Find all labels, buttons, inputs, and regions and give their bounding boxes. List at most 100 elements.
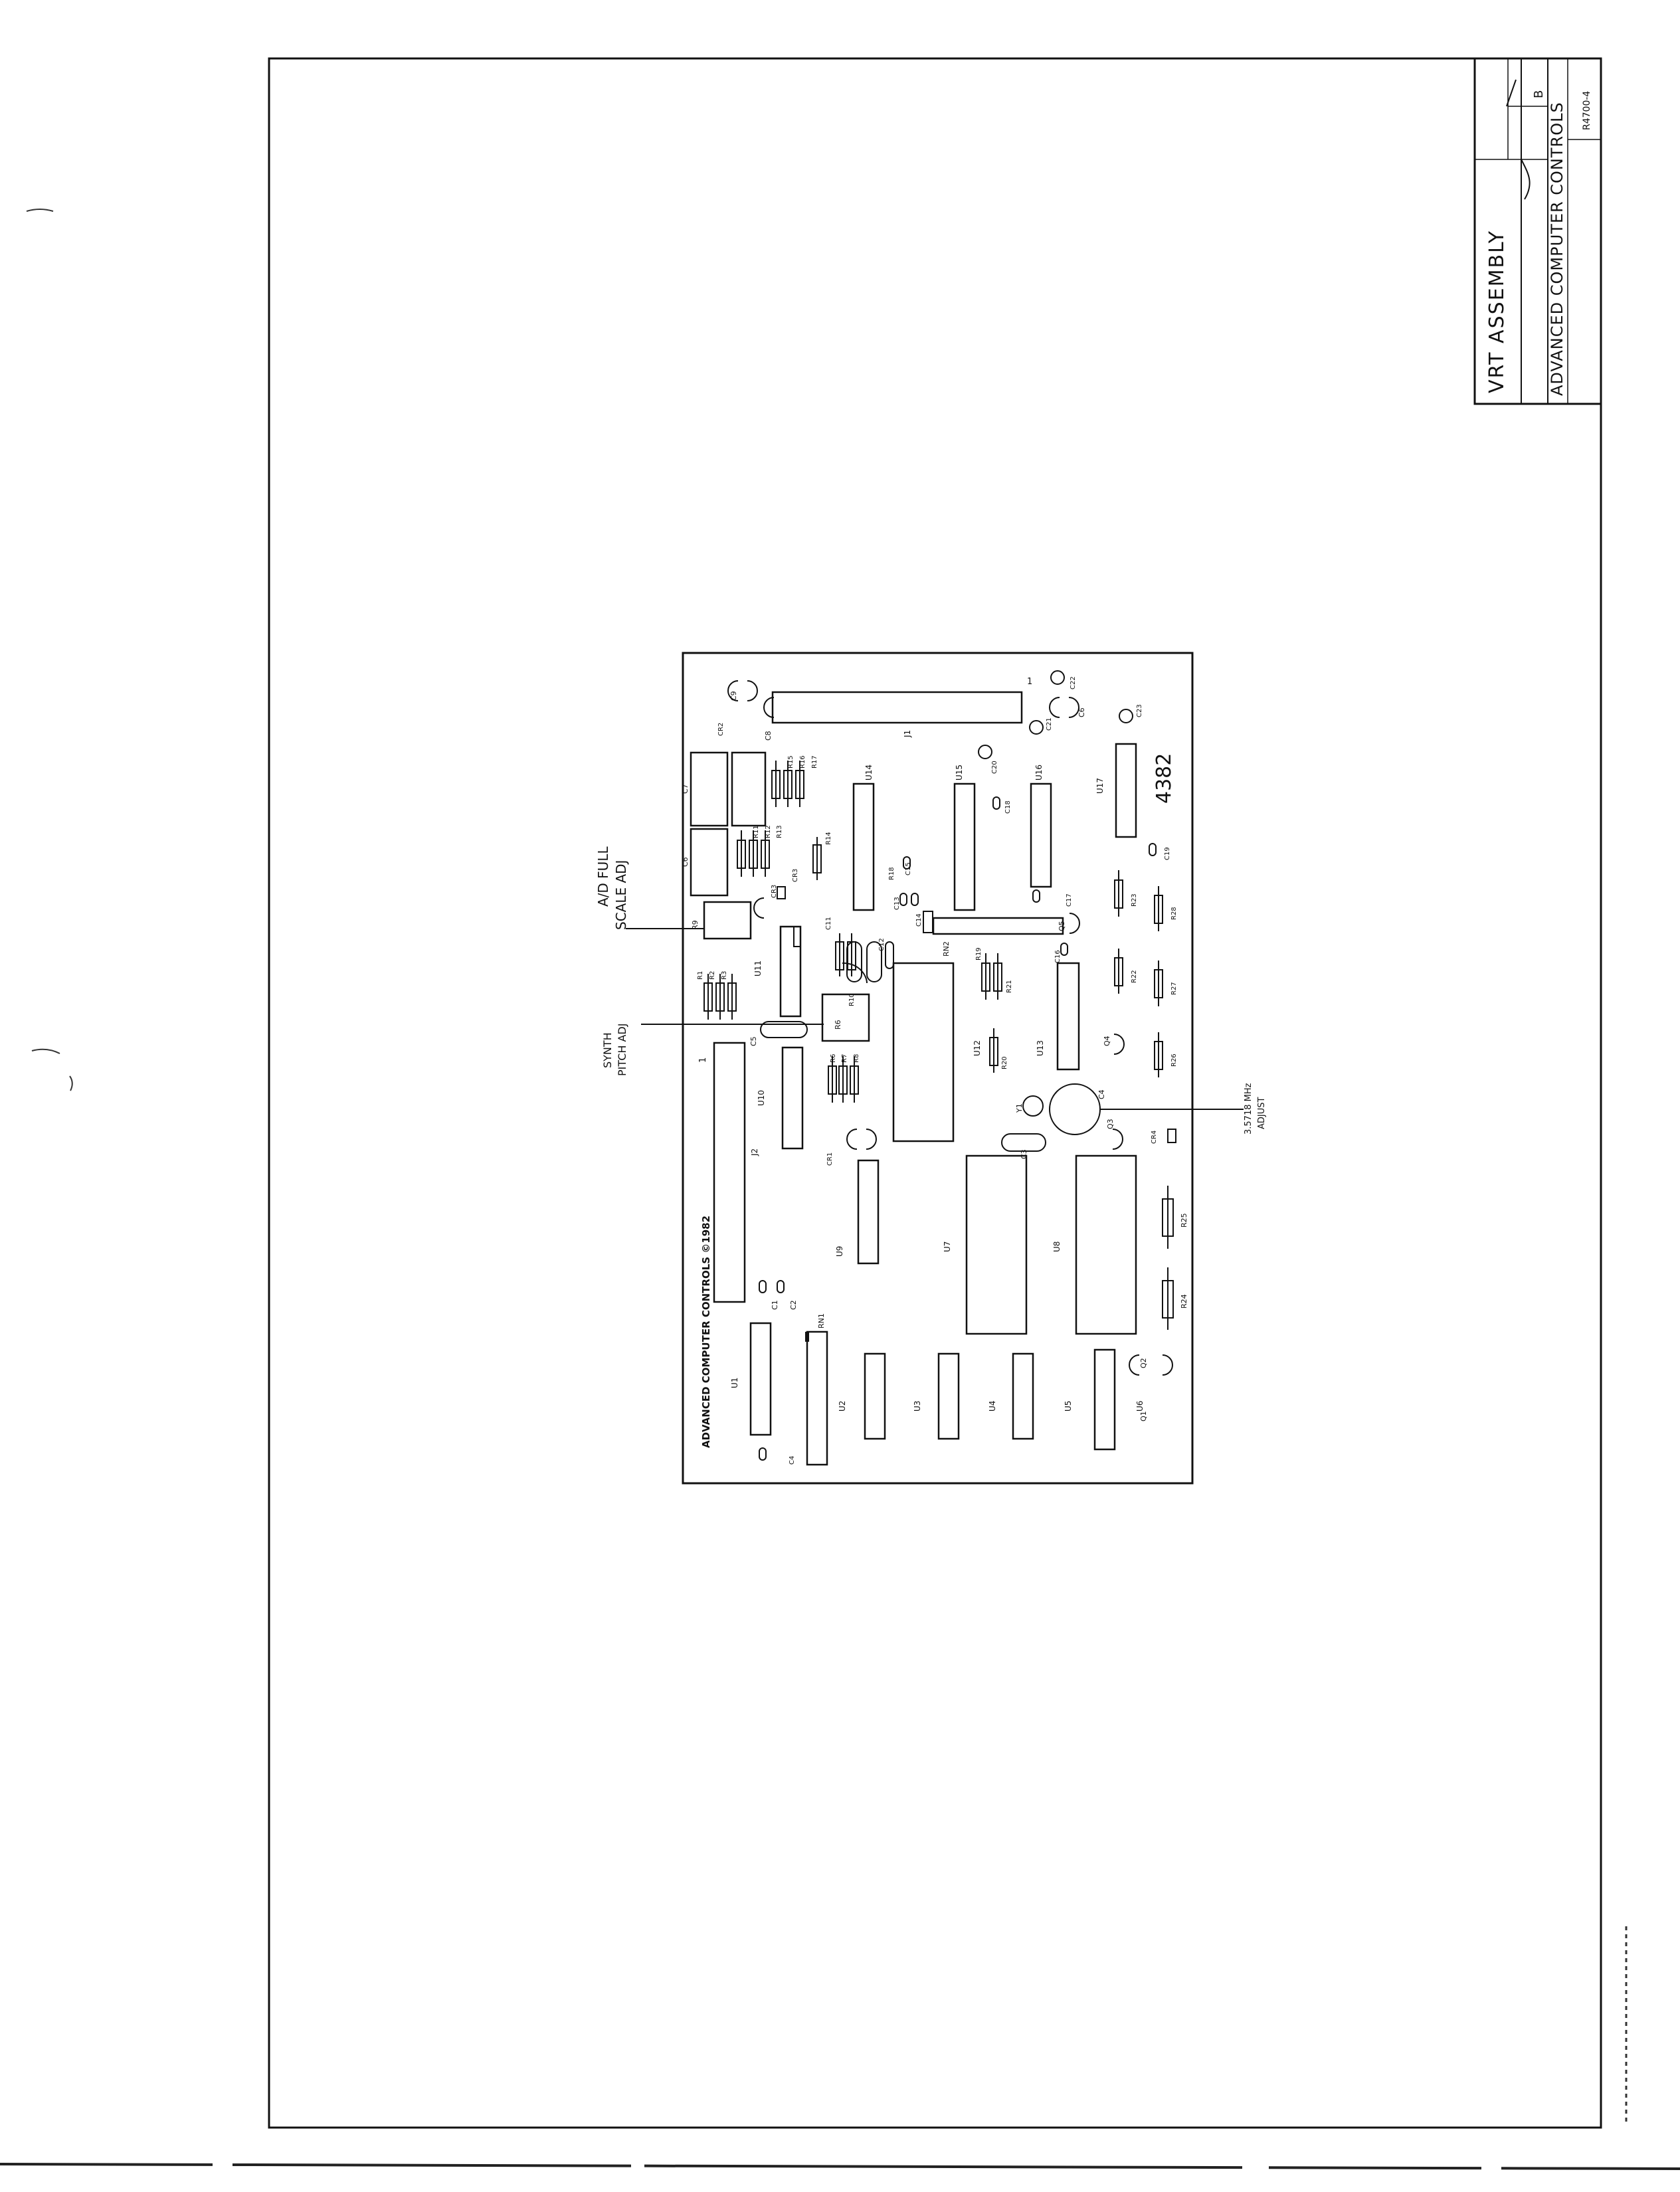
ic-u12: U12: [892, 962, 982, 1142]
rn1-label: RN1: [817, 1313, 826, 1328]
r11-label: R11: [753, 825, 760, 838]
c6-label: C6: [1077, 707, 1086, 717]
svg-text:U9: U9: [835, 1246, 844, 1257]
q3-label: Q3: [1106, 1119, 1115, 1129]
c12-label: C12: [878, 938, 886, 951]
ic-u8: U8: [1052, 1154, 1137, 1335]
ic-u2: U2: [806, 1330, 847, 1466]
q4-label: Q4: [1103, 1036, 1111, 1046]
svg-text:U1: U1: [730, 1378, 739, 1388]
r7-label: R7: [841, 1054, 848, 1063]
svg-text:C7: C7: [681, 784, 690, 794]
drawing-title: VRT ASSEMBLY: [1485, 230, 1509, 393]
capacitor-c6: [690, 828, 729, 897]
resistors: [703, 761, 1174, 1330]
svg-text:U12: U12: [973, 1040, 982, 1056]
resistor-network-rn2: [932, 917, 1064, 935]
r17-label: R17: [811, 755, 818, 769]
ic-u7: U7: [943, 1154, 1028, 1335]
sheet-border: [268, 57, 1602, 2129]
svg-text:U3: U3: [913, 1401, 922, 1412]
svg-text:U13: U13: [1036, 1040, 1045, 1056]
svg-text:U17: U17: [1095, 778, 1105, 794]
c21-label: C21: [1046, 717, 1053, 731]
svg-text:R6: R6: [834, 1020, 842, 1030]
callout-synth-pitch: SYNTH PITCH ADJ: [601, 1024, 824, 1076]
r28-label: R28: [1170, 907, 1178, 920]
c16-label: C16: [1054, 950, 1062, 963]
r13-label: R13: [776, 825, 783, 838]
cr1-label: CR1: [826, 1152, 834, 1166]
ic-u14: U14: [852, 765, 875, 911]
svg-text:U5: U5: [1064, 1401, 1073, 1412]
cr3-label: CR3: [792, 869, 799, 882]
svg-text:C6: C6: [681, 857, 690, 867]
j2-pin1-label: 1: [698, 1057, 708, 1063]
cr2-label: CR2: [717, 723, 725, 736]
c19-label: C19: [1164, 847, 1171, 860]
svg-text:U8: U8: [1052, 1241, 1062, 1252]
svg-text:U7: U7: [943, 1241, 952, 1252]
c9-label: C9: [729, 691, 738, 701]
c10-label: CR3: [771, 885, 778, 898]
r1-label: R1: [697, 971, 704, 980]
capacitor-c8: [731, 751, 767, 827]
svg-text:U4: U4: [988, 1401, 997, 1412]
ic-u13: U13: [1036, 962, 1080, 1071]
connector-j1: [771, 691, 1023, 724]
c11-label: C11: [825, 917, 832, 930]
svg-text:A/D FULL: A/D FULL: [595, 846, 611, 907]
rn1-pin1-marker: [805, 1332, 809, 1342]
trimpot-r6: [821, 993, 870, 1042]
svg-text:U2: U2: [838, 1401, 847, 1412]
r3-label: R3: [721, 971, 728, 980]
c14-label: C14: [915, 913, 923, 927]
c4-label: C4: [1097, 1089, 1106, 1099]
r23-label: R23: [1131, 893, 1138, 907]
r24-label: R24: [1180, 1294, 1188, 1309]
svg-text:U14: U14: [864, 765, 874, 780]
callout-crystal-adjust: 3.5718 MHz ADJUST: [1100, 1083, 1267, 1135]
r2-label: R2: [709, 971, 716, 980]
ic-u3: U3: [864, 1352, 922, 1440]
c15-label: C15: [905, 862, 912, 875]
r19-label: R19: [975, 947, 982, 960]
c22-label: C22: [1070, 676, 1077, 689]
ic-u5: U5: [1012, 1352, 1073, 1440]
c23-label: C23: [1136, 704, 1143, 717]
scan-mark: [26, 209, 54, 212]
r20-label: R20: [1001, 1056, 1008, 1069]
svg-text:C8: C8: [764, 731, 773, 741]
drawing-number: R4700-4: [1582, 91, 1592, 130]
c3-label: C3: [1020, 1149, 1028, 1159]
c20-label: C20: [991, 761, 998, 774]
title-block: VRT ASSEMBLY B ADVANCED COMPUTER CONTROL…: [1473, 57, 1602, 405]
ic-u1: U1: [730, 1322, 772, 1436]
svg-text:U10: U10: [757, 1090, 766, 1106]
svg-text:R9: R9: [691, 920, 700, 930]
r21-label: R21: [1006, 980, 1013, 993]
svg-text:U11: U11: [753, 960, 763, 976]
y1-label: Y1: [1015, 1103, 1024, 1113]
r25-label: R25: [1180, 1213, 1188, 1228]
c1-label: C1: [771, 1300, 779, 1310]
callout-ad-full-scale: A/D FULL SCALE ADJ: [595, 846, 704, 930]
connector-j2: [713, 1042, 746, 1303]
q1-label: Q1: [1139, 1411, 1148, 1421]
c18-label: C18: [1004, 800, 1012, 814]
q2-label: Q2: [1139, 1358, 1148, 1368]
c13-label: C13: [893, 897, 901, 910]
r8-label: R8: [853, 1054, 860, 1063]
trimpot-r9: [703, 901, 752, 940]
c5-label: C5: [749, 1036, 758, 1046]
ic-u16: U16: [1030, 765, 1052, 888]
ic-u15: U15: [953, 765, 976, 911]
svg-text:ADJUST: ADJUST: [1257, 1097, 1267, 1129]
rn2-label: RN2: [942, 941, 951, 957]
small-parts: [727, 670, 1176, 1461]
c17-label: C17: [1066, 893, 1073, 907]
c2-label: C2: [789, 1300, 798, 1310]
company-name: ADVANCED COMPUTER CONTROLS: [1548, 102, 1566, 396]
pcb-outline: [682, 652, 1194, 1485]
